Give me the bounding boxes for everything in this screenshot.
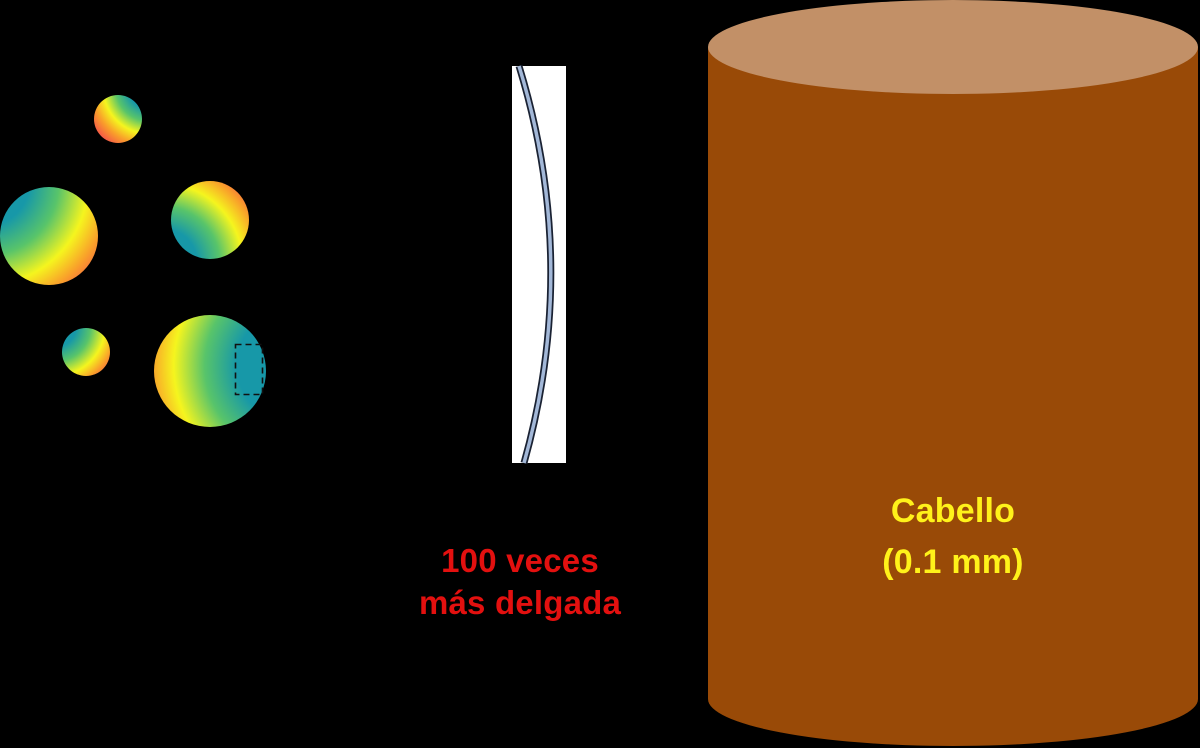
particle-small-bottom <box>62 328 110 376</box>
thin-film-caption-line2: más delgada <box>418 584 622 622</box>
thin-film-group <box>512 64 566 464</box>
particle-large-bottom <box>154 315 266 427</box>
zoom-region-box <box>234 343 264 396</box>
particle-large-left <box>0 187 98 285</box>
thin-film-caption-line1: 100 veces <box>441 542 599 579</box>
hair-caption-line1: Cabello <box>890 492 1016 530</box>
thin-film-curve <box>517 65 553 464</box>
hair-cylinder-top <box>708 0 1198 94</box>
thin-film-caption: 100 veces más delgada <box>380 540 660 624</box>
hair-caption: Cabello (0.1 mm) <box>853 486 1053 588</box>
hair-caption-line2: (0.1 mm) <box>882 543 1024 581</box>
particle-small-top <box>94 95 142 143</box>
hair-cylinder-body <box>708 47 1198 746</box>
hair-cylinder <box>708 0 1198 746</box>
particles-group <box>0 95 266 427</box>
particle-medium-right <box>171 181 249 259</box>
